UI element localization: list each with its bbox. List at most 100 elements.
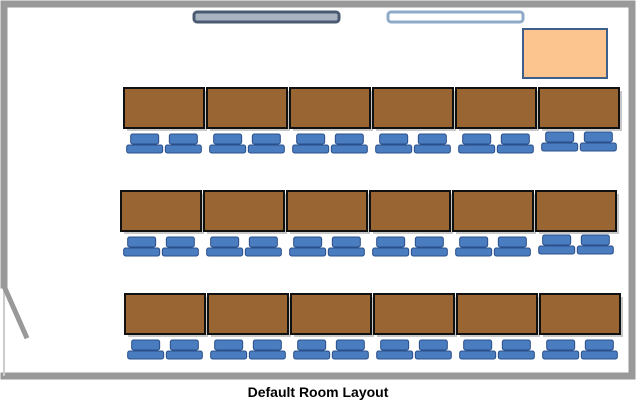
chair-seat [164,144,202,154]
table [207,293,289,335]
table-row [120,190,619,257]
chair-back [545,131,575,143]
table [456,293,538,335]
chair-back [500,133,530,145]
chair [542,339,580,360]
chair-back [169,339,199,351]
chair-seat [493,247,531,257]
chair-seat [579,142,617,152]
chair-back [334,133,364,145]
chair [576,234,614,255]
chair [331,339,369,360]
chair [293,339,331,360]
chair-back [462,133,492,145]
chair [206,236,244,257]
table [124,293,206,335]
chair [579,131,617,152]
table [369,190,451,232]
table [539,293,621,335]
table-row [123,87,622,154]
chair-seat [576,245,614,255]
room-walls [0,0,636,380]
chair-seat [327,247,365,257]
chair-back [414,236,444,248]
chair [493,236,531,257]
chair [458,133,496,154]
chair-seat [538,245,576,255]
door-leaf [0,282,30,340]
chair [123,236,161,257]
chair [375,133,413,154]
table [120,190,202,232]
chair [541,131,579,152]
chair [327,236,365,257]
chair [455,236,493,257]
chair-back [248,236,278,248]
chair-seat [126,144,164,154]
chair-back [542,234,572,246]
chair-back [131,339,161,351]
chair [410,236,448,257]
chair-seat [372,247,410,257]
secondary-screen [386,10,525,24]
chair [372,236,410,257]
chair-seat [497,350,535,360]
table [373,293,455,335]
chair-seat [247,144,285,154]
chair [126,133,164,154]
table [535,190,617,232]
chair [497,339,535,360]
chair-seat [414,350,452,360]
chair [292,133,330,154]
chair-back [418,339,448,351]
chair [210,339,248,360]
chair [164,133,202,154]
chair [414,339,452,360]
chair-back [331,236,361,248]
chair-seat [209,144,247,154]
chair-seat [289,247,327,257]
table [206,87,288,129]
chair-back [210,236,240,248]
chair-seat [244,247,282,257]
chair-seat [161,247,199,257]
chair-back [168,133,198,145]
chair-seat [459,350,497,360]
chair-back [501,339,531,351]
chair-seat [210,350,248,360]
table [123,87,205,129]
chair-back [165,236,195,248]
chair [496,133,534,154]
chair-back [546,339,576,351]
chair-back [213,133,243,145]
chair [376,339,414,360]
chair-back [297,339,327,351]
chair [247,133,285,154]
chair-seat [375,144,413,154]
chair [413,133,451,154]
chair-back [335,339,365,351]
seating-area [120,87,623,360]
chair [459,339,497,360]
chair-back [380,339,410,351]
chair [289,236,327,257]
chair-seat [248,350,286,360]
chair-seat [330,144,368,154]
chair-seat [292,144,330,154]
table-row [124,293,623,360]
chair-seat [127,350,165,360]
chair-back [251,133,281,145]
chair-back [580,234,610,246]
table [286,190,368,232]
chair-seat [458,144,496,154]
chair-seat [376,350,414,360]
front-screen [192,10,341,24]
chair [538,234,576,255]
chair-seat [331,350,369,360]
chair-seat [496,144,534,154]
chair-seat [413,144,451,154]
table [289,87,371,129]
chair [127,339,165,360]
chair-back [214,339,244,351]
chair-seat [165,350,203,360]
